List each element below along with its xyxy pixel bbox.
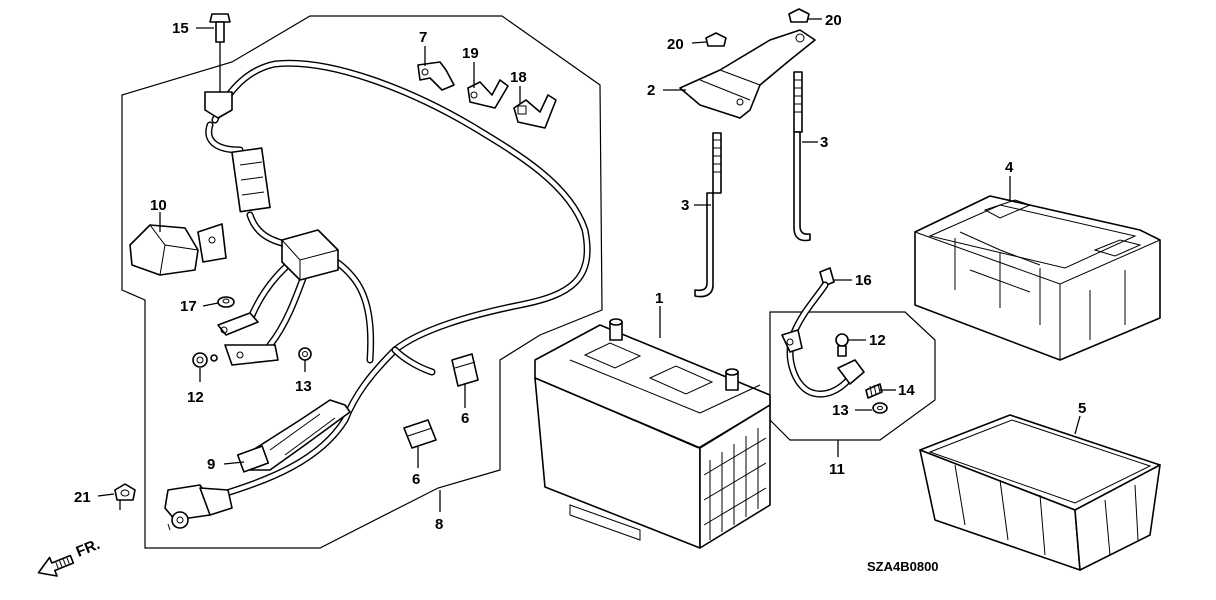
callout-16: 16 xyxy=(855,272,872,289)
callout-14: 14 xyxy=(898,382,915,399)
front-direction-indicator: FR. xyxy=(37,536,103,577)
leader-lines xyxy=(97,18,1081,512)
callout-17: 17 xyxy=(180,298,197,315)
callout-2: 2 xyxy=(647,82,655,99)
callout-numbers: 15 7 19 18 10 17 12 13 6 6 9 8 21 1 2 20… xyxy=(74,12,1086,533)
ground-cable-boundary xyxy=(769,311,936,441)
callout-3-right: 3 xyxy=(820,134,828,151)
nut-17 xyxy=(217,296,235,308)
nut-21 xyxy=(114,483,136,501)
callout-15: 15 xyxy=(172,20,189,37)
callout-20-left: 20 xyxy=(667,36,684,53)
callout-5: 5 xyxy=(1078,400,1086,417)
callout-3-left: 3 xyxy=(681,197,689,214)
hold-down-bracket-2 xyxy=(679,29,816,119)
clip-19 xyxy=(467,79,509,109)
callout-18: 18 xyxy=(510,69,527,86)
bolt-14 xyxy=(865,383,883,399)
bolt-12-left xyxy=(192,352,218,368)
callout-19: 19 xyxy=(462,45,479,62)
callout-13-right: 13 xyxy=(832,402,849,419)
direction-arrow-icon xyxy=(37,554,75,577)
cushion-6-upper xyxy=(451,353,479,387)
callout-20-right: 20 xyxy=(825,12,842,29)
harness-terminals xyxy=(217,312,279,366)
callout-8: 8 xyxy=(435,516,443,533)
washer-13-right xyxy=(872,402,888,414)
diagram-code: SZA4B0800 xyxy=(867,559,939,574)
nut-20-left xyxy=(705,32,727,47)
j-bolt-3-left xyxy=(694,132,722,298)
cable-assembly-boundary xyxy=(121,15,603,549)
callout-10: 10 xyxy=(150,197,167,214)
callout-21: 21 xyxy=(74,489,91,506)
callout-1: 1 xyxy=(655,290,663,307)
ground-cable-11 xyxy=(781,267,865,398)
callout-11: 11 xyxy=(829,461,845,478)
harness-junction-box xyxy=(231,147,339,281)
callout-13-left: 13 xyxy=(295,378,312,395)
battery-1 xyxy=(534,318,771,549)
j-bolt-3-right xyxy=(793,71,811,242)
washer-13-left xyxy=(298,347,312,361)
clip-7 xyxy=(417,61,455,91)
battery-tray-5 xyxy=(919,414,1161,571)
bolt-15 xyxy=(204,13,233,119)
battery-cable-harness xyxy=(205,59,591,499)
callout-6-upper: 6 xyxy=(461,410,469,427)
battery-box-4 xyxy=(914,195,1161,361)
clip-18 xyxy=(513,94,557,129)
callout-6-lower: 6 xyxy=(412,471,420,488)
bolt-12-right xyxy=(835,333,849,357)
callout-4: 4 xyxy=(1005,159,1014,176)
cushion-6-lower xyxy=(403,419,437,449)
nut-20-right xyxy=(788,8,810,23)
callout-9: 9 xyxy=(207,456,215,473)
direction-label: FR. xyxy=(74,536,103,561)
cable-end-connector xyxy=(164,484,233,531)
terminal-cover-10 xyxy=(129,223,227,276)
callout-12-left: 12 xyxy=(187,389,204,406)
callout-12-right: 12 xyxy=(869,332,886,349)
callout-7: 7 xyxy=(419,29,427,46)
terminal-bracket-9 xyxy=(236,399,351,473)
